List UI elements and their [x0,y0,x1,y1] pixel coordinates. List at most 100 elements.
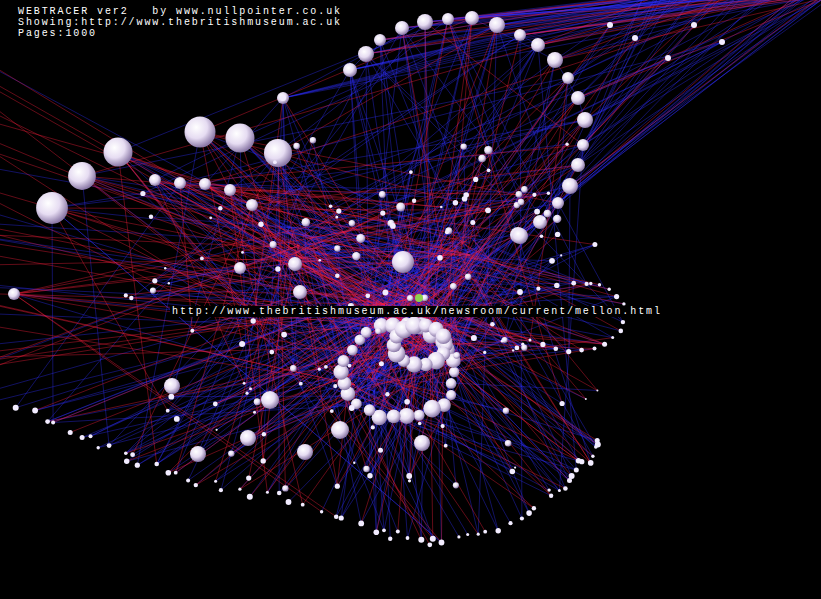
page-sphere [382,528,386,532]
page-sphere [691,22,697,28]
page-sphere [228,450,234,456]
page-sphere [246,476,251,481]
page-sphere [353,462,355,464]
page-sphere [358,46,374,62]
page-sphere [166,470,172,476]
page-sphere [150,288,156,294]
page-sphere [407,295,413,301]
page-sphere [275,266,280,271]
page-sphere [97,446,100,449]
page-sphere [302,218,311,227]
page-sphere [297,444,313,460]
page-sphere [515,346,520,351]
page-sphere [374,529,380,535]
page-sphere [396,203,405,212]
page-sphere [485,207,491,213]
page-sphere [124,459,129,464]
page-sphere [216,429,218,431]
page-sphere [240,430,256,446]
page-sphere [430,536,436,542]
link-lines-red [0,0,821,545]
page-sphere [547,488,550,491]
page-sphere [375,328,381,334]
page-sphere [213,402,218,407]
page-sphere [140,191,145,196]
page-sphere [542,217,546,221]
page-sphere [446,378,457,389]
page-sphere [510,469,516,475]
page-sphere [371,425,375,429]
page-sphere [245,392,248,395]
page-sphere [396,530,400,534]
page-sphere [517,289,523,295]
page-sphere [540,342,545,347]
page-sphere [501,340,504,343]
page-sphere [532,193,536,197]
page-sphere [186,479,190,483]
page-sphere [632,35,638,41]
page-sphere [348,364,352,368]
page-sphere [406,536,410,540]
page-sphere [226,124,255,153]
page-sphere [406,473,412,479]
page-sphere [168,394,174,400]
page-sphere [418,422,422,426]
page-sphere [487,168,491,172]
page-sphere [343,63,357,77]
page-sphere [591,455,594,458]
page-sphere [254,398,261,405]
page-sphere [566,349,571,354]
page-sphere [404,399,410,405]
page-sphere [273,160,277,164]
page-sphere [387,409,401,423]
page-sphere [554,283,559,288]
page-sphere [218,206,222,210]
page-sphere [446,390,456,400]
page-sphere [388,537,392,541]
page-sphere [549,494,553,498]
page-sphere [576,458,581,463]
page-sphere [465,11,479,25]
page-sphere [352,252,360,260]
page-sphere [194,483,198,487]
page-sphere [246,199,258,211]
page-sphere [409,170,413,174]
page-sphere [571,281,576,286]
page-sphere [378,448,383,453]
page-sphere [465,274,471,280]
page-sphere [347,345,358,356]
page-sphere [214,480,217,483]
page-sphere [496,528,501,533]
page-sphere [471,335,477,341]
page-sphere [390,223,396,229]
page-sphere [602,342,607,347]
page-sphere [478,155,486,163]
page-sphere [334,245,340,251]
page-sphere [621,320,625,324]
page-sphere [571,91,585,105]
page-sphere [200,257,204,261]
page-sphere [209,216,212,219]
page-sphere [190,446,206,462]
selected-page-dot [415,294,423,302]
page-sphere [536,287,540,291]
page-sphere [512,349,514,351]
page-sphere [518,199,525,206]
app-title: WEBTRACER ver2 by www.nullpointer.co.uk [18,6,342,17]
page-sphere [563,486,568,491]
page-sphere [423,400,441,418]
page-sphere [261,391,279,409]
page-sphere [299,382,303,386]
page-sphere [13,405,19,411]
page-sphere [565,143,568,146]
page-sphere [392,251,414,273]
page-sphere [589,282,592,285]
page-sphere [473,177,478,182]
page-sphere [234,262,246,274]
page-sphere [361,327,372,338]
page-sphere [277,92,289,104]
page-sphere [149,174,161,186]
page-sphere [427,542,432,547]
page-sphere [349,405,355,411]
page-sphere [585,282,589,286]
